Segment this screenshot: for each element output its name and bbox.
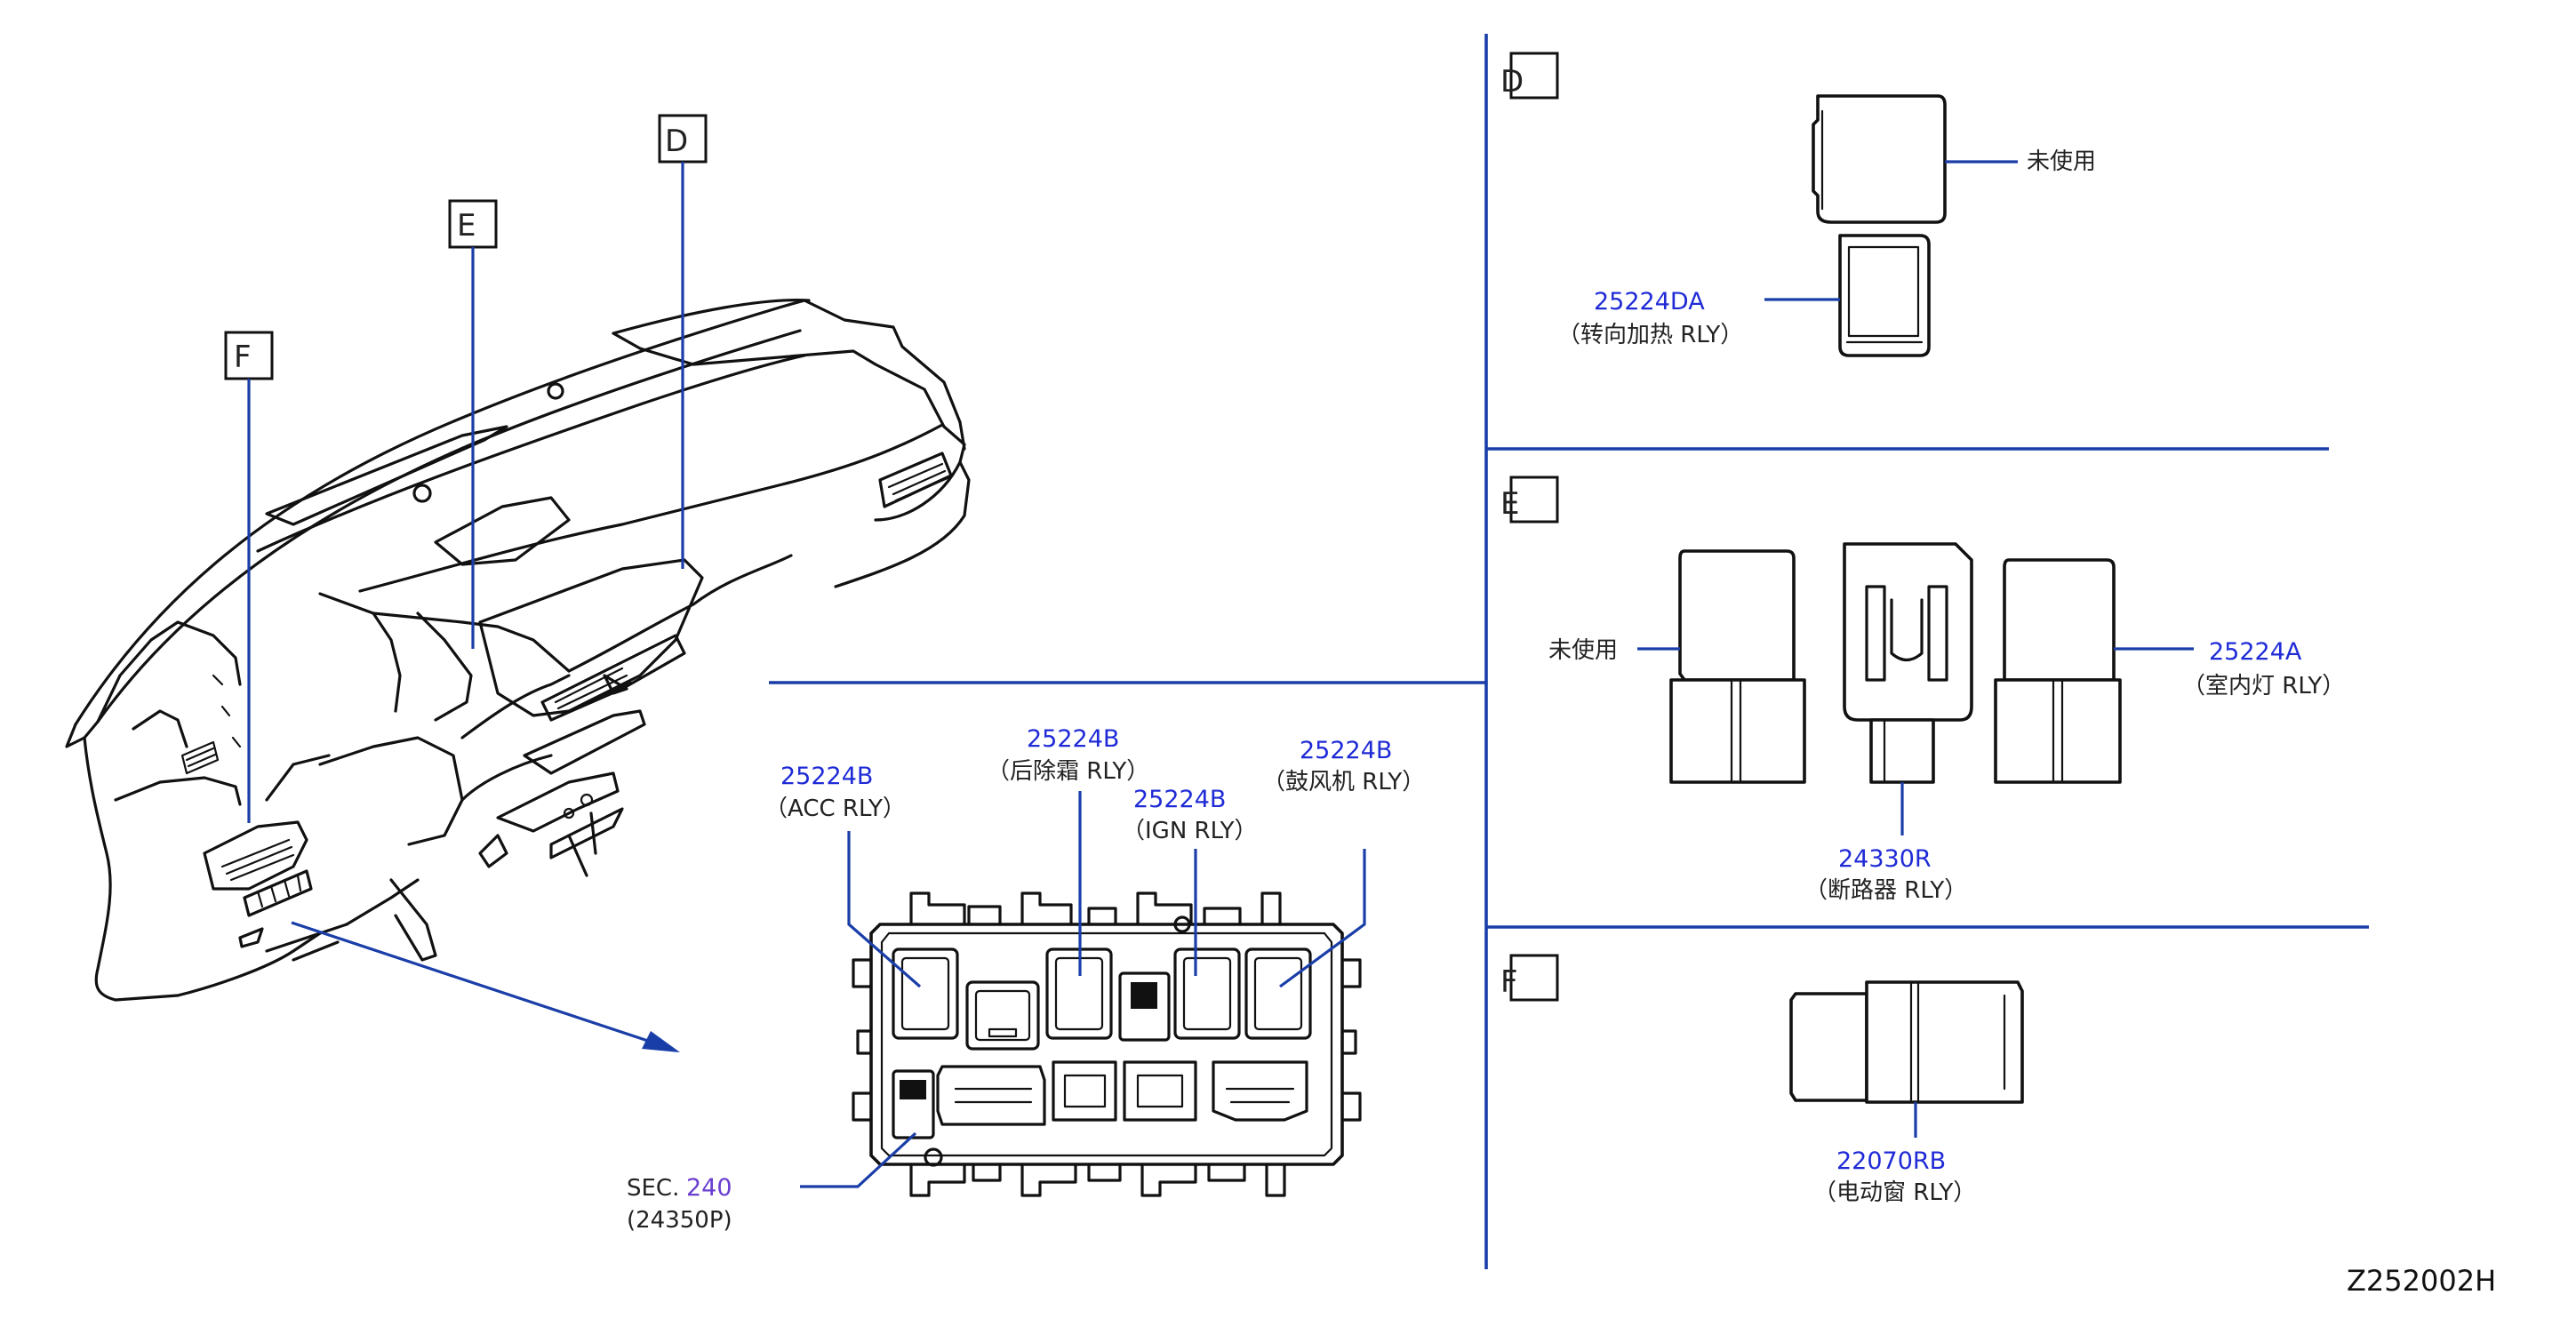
svg-text:SEC.: SEC. [627, 1175, 679, 1202]
svg-text:24330R: 24330R [1838, 845, 1932, 873]
svg-text:D: D [665, 124, 688, 159]
svg-text:（后除霜 RLY）: （后除霜 RLY） [987, 758, 1149, 785]
instrument-panel-drawing [65, 299, 971, 1052]
svg-text:F: F [234, 340, 252, 375]
view-marker-e: E [448, 199, 498, 649]
svg-text:（室内灯 RLY）: （室内灯 RLY） [2182, 673, 2345, 699]
svg-text:22070RB: 22070RB [1836, 1147, 1946, 1175]
svg-text:25224B: 25224B [1133, 786, 1226, 813]
view-f-panel: F 22070RB （电动窗 RLY） [1500, 954, 2024, 1206]
svg-text:（鼓风机 RLY）: （鼓风机 RLY） [1262, 769, 1425, 795]
callout-acc-relay: 25224B （ACC RLY） [764, 763, 906, 822]
svg-text:（ACC RLY）: （ACC RLY） [764, 795, 906, 822]
callout-blower-relay: 25224B （鼓风机 RLY） [1262, 737, 1425, 795]
svg-text:（断路器 RLY）: （断路器 RLY） [1804, 877, 1967, 904]
view-marker-f: F [224, 331, 274, 823]
svg-text:(24350P): (24350P) [627, 1207, 732, 1234]
svg-text:E: E [1500, 486, 1519, 522]
relay-box-leaders [800, 791, 1366, 1188]
svg-text:未使用: 未使用 [1548, 637, 1618, 664]
svg-text:25224B: 25224B [780, 763, 873, 790]
svg-text:240: 240 [686, 1174, 732, 1202]
view-d-panel: D 未使用 25224DA （转向加热 RLY） [1500, 52, 2096, 357]
svg-text:25224B: 25224B [1300, 737, 1392, 764]
svg-text:E: E [457, 208, 476, 244]
svg-text:25224A: 25224A [2209, 638, 2302, 666]
svg-text:25224B: 25224B [1027, 725, 1119, 753]
callout-rear-defog-relay: 25224B （后除霜 RLY） [987, 725, 1149, 785]
svg-text:（IGN RLY）: （IGN RLY） [1122, 818, 1258, 844]
view-e-panel: E 未使用 24330R （断路器 RLY） 25224A （室内灯 RLY） [1500, 476, 2345, 904]
drawing-code: Z252002H [2347, 1264, 2496, 1298]
svg-text:（转向加热 RLY）: （转向加热 RLY） [1557, 322, 1743, 348]
svg-text:（电动窗 RLY）: （电动窗 RLY） [1813, 1179, 1976, 1206]
callout-sec-240: SEC. 240 (24350P) [627, 1174, 732, 1234]
relay-box-drawing [852, 891, 1362, 1197]
svg-text:F: F [1500, 964, 1518, 1000]
view-marker-d: D [658, 114, 708, 569]
svg-text:未使用: 未使用 [2027, 148, 2096, 175]
svg-text:25224DA: 25224DA [1594, 288, 1705, 316]
section-separators [769, 34, 2369, 1269]
svg-text:D: D [1500, 64, 1524, 100]
callout-ign-relay: 25224B （IGN RLY） [1122, 786, 1258, 844]
